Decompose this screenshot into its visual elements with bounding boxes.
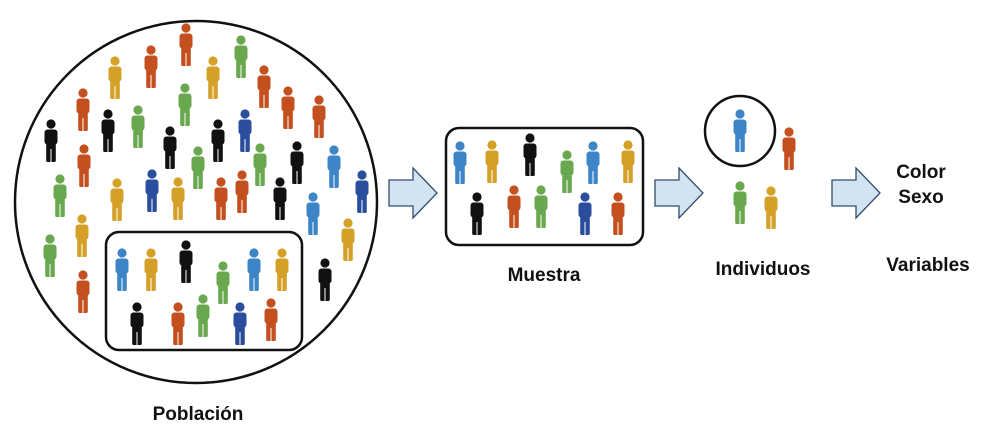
person-figure-icon <box>179 240 193 283</box>
sample-box <box>444 126 645 247</box>
arrow-to-sample-icon <box>388 166 438 220</box>
person-figure-icon <box>290 141 304 184</box>
person-figure-icon <box>355 170 369 213</box>
person-figure-icon <box>733 109 747 152</box>
person-figure-icon <box>75 214 89 257</box>
person-figure-icon <box>253 143 267 186</box>
label-muestra: Muestra <box>507 265 581 286</box>
person-figure-icon <box>233 302 247 345</box>
label-sexo: Sexo <box>898 187 944 208</box>
person-figure-icon <box>196 294 210 337</box>
person-figure-icon <box>43 234 57 277</box>
person-figure-icon <box>560 150 574 193</box>
people-figures <box>43 23 796 345</box>
person-figure-icon <box>275 248 289 291</box>
person-figure-icon <box>234 35 248 78</box>
person-figure-icon <box>77 144 91 187</box>
label-color: Color <box>896 162 946 183</box>
person-figure-icon <box>281 86 295 129</box>
person-figure-icon <box>523 133 537 176</box>
person-figure-icon <box>485 140 499 183</box>
person-figure-icon <box>621 140 635 183</box>
person-figure-icon <box>453 141 467 184</box>
person-figure-icon <box>611 192 625 235</box>
arrow-to-individuals-icon <box>654 166 704 220</box>
person-figure-icon <box>110 178 124 221</box>
person-figure-icon <box>306 192 320 235</box>
person-figure-icon <box>327 145 341 188</box>
person-figure-icon <box>733 181 747 224</box>
person-figure-icon <box>214 177 228 220</box>
person-figure-icon <box>144 248 158 291</box>
person-figure-icon <box>145 169 159 212</box>
person-figure-icon <box>76 270 90 313</box>
person-figure-icon <box>782 127 796 170</box>
person-figure-icon <box>764 186 778 229</box>
sample-box-in-population <box>104 230 304 352</box>
person-figure-icon <box>312 95 326 138</box>
person-figure-icon <box>257 65 271 108</box>
person-figure-icon <box>341 218 355 261</box>
individual-circle <box>703 94 777 168</box>
person-figure-icon <box>101 109 115 152</box>
person-figure-icon <box>131 105 145 148</box>
person-figure-icon <box>578 192 592 235</box>
person-figure-icon <box>206 56 220 99</box>
population-circle <box>13 19 379 385</box>
label-poblacion: Población <box>152 404 244 425</box>
person-figure-icon <box>507 185 521 228</box>
person-figure-icon <box>171 177 185 220</box>
person-figure-icon <box>586 141 600 184</box>
person-figure-icon <box>318 258 332 301</box>
person-figure-icon <box>115 248 129 291</box>
person-figure-icon <box>130 302 144 345</box>
person-figure-icon <box>235 170 249 213</box>
person-figure-icon <box>273 177 287 220</box>
label-individuos: Individuos <box>715 259 811 280</box>
person-figure-icon <box>108 56 122 99</box>
arrow-to-variables-icon <box>831 166 881 220</box>
person-figure-icon <box>216 261 230 304</box>
person-figure-icon <box>211 119 225 162</box>
person-figure-icon <box>144 45 158 88</box>
person-figure-icon <box>76 88 90 131</box>
person-figure-icon <box>534 185 548 228</box>
person-figure-icon <box>238 109 252 152</box>
person-figure-icon <box>264 298 278 341</box>
person-figure-icon <box>470 192 484 235</box>
person-figure-icon <box>191 146 205 189</box>
person-figure-icon <box>44 119 58 162</box>
person-figure-icon <box>247 248 261 291</box>
person-figure-icon <box>179 23 193 66</box>
label-variables: Variables <box>886 255 970 276</box>
person-figure-icon <box>163 126 177 169</box>
person-figure-icon <box>171 302 185 345</box>
person-figure-icon <box>53 174 67 217</box>
person-figure-icon <box>178 83 192 126</box>
